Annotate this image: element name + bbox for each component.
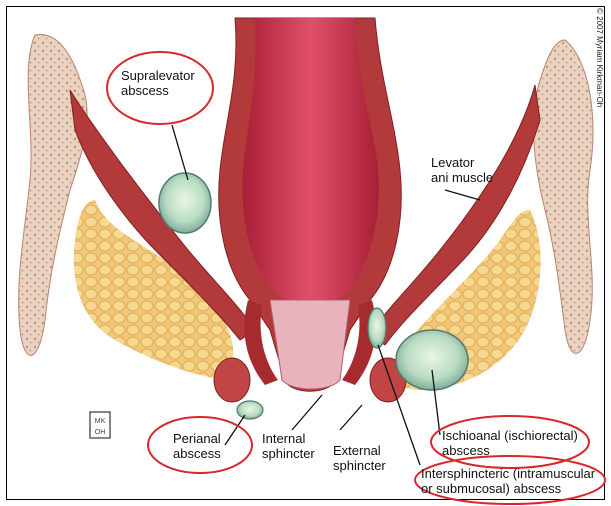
internal-sphincter-label: Internal sphincter bbox=[262, 431, 315, 461]
supralevator-label-line1: Supralevator bbox=[121, 68, 195, 83]
artist-monogram: MK OH bbox=[90, 412, 110, 438]
ischioanal-label: Ischioanal (ischiorectal) abscess bbox=[442, 428, 578, 458]
intersphincteric-label: Intersphincteric (intramuscular or submu… bbox=[421, 466, 595, 496]
ischioanal-abscess bbox=[396, 330, 468, 390]
right-pelvic-bone bbox=[534, 40, 593, 353]
intersphincteric-label-line2: or submucosal) abscess bbox=[421, 481, 595, 496]
svg-text:OH: OH bbox=[95, 429, 106, 436]
levator-label-line2: ani muscle bbox=[431, 170, 493, 185]
levator-label-line1: Levator bbox=[431, 155, 493, 170]
perianal-label-line1: Perianal bbox=[173, 431, 221, 446]
levator-ani-label: Levator ani muscle bbox=[431, 155, 493, 185]
perianal-label-line2: abscess bbox=[173, 446, 221, 461]
left-pelvic-bone bbox=[19, 34, 87, 355]
supralevator-label-line2: abscess bbox=[121, 83, 195, 98]
copyright-notice: © 2007 Myriam Kirkman-Oh bbox=[595, 8, 604, 107]
intersphincteric-label-line1: Intersphincteric (intramuscular bbox=[421, 466, 595, 481]
ischioanal-label-line1: Ischioanal (ischiorectal) bbox=[442, 428, 578, 443]
internal-label-line1: Internal bbox=[262, 431, 315, 446]
intersphincteric-abscess bbox=[368, 308, 386, 348]
internal-label-line2: sphincter bbox=[262, 446, 315, 461]
external-sphincter-label: External sphincter bbox=[333, 443, 386, 473]
perianal-label: Perianal abscess bbox=[173, 431, 221, 461]
supralevator-label: Supralevator abscess bbox=[121, 68, 195, 98]
svg-text:MK: MK bbox=[95, 418, 106, 425]
external-label-line1: External bbox=[333, 443, 386, 458]
perianal-abscess bbox=[237, 401, 263, 419]
ischioanal-label-line2: abscess bbox=[442, 443, 578, 458]
supralevator-abscess bbox=[159, 173, 211, 233]
external-label-line2: sphincter bbox=[333, 458, 386, 473]
